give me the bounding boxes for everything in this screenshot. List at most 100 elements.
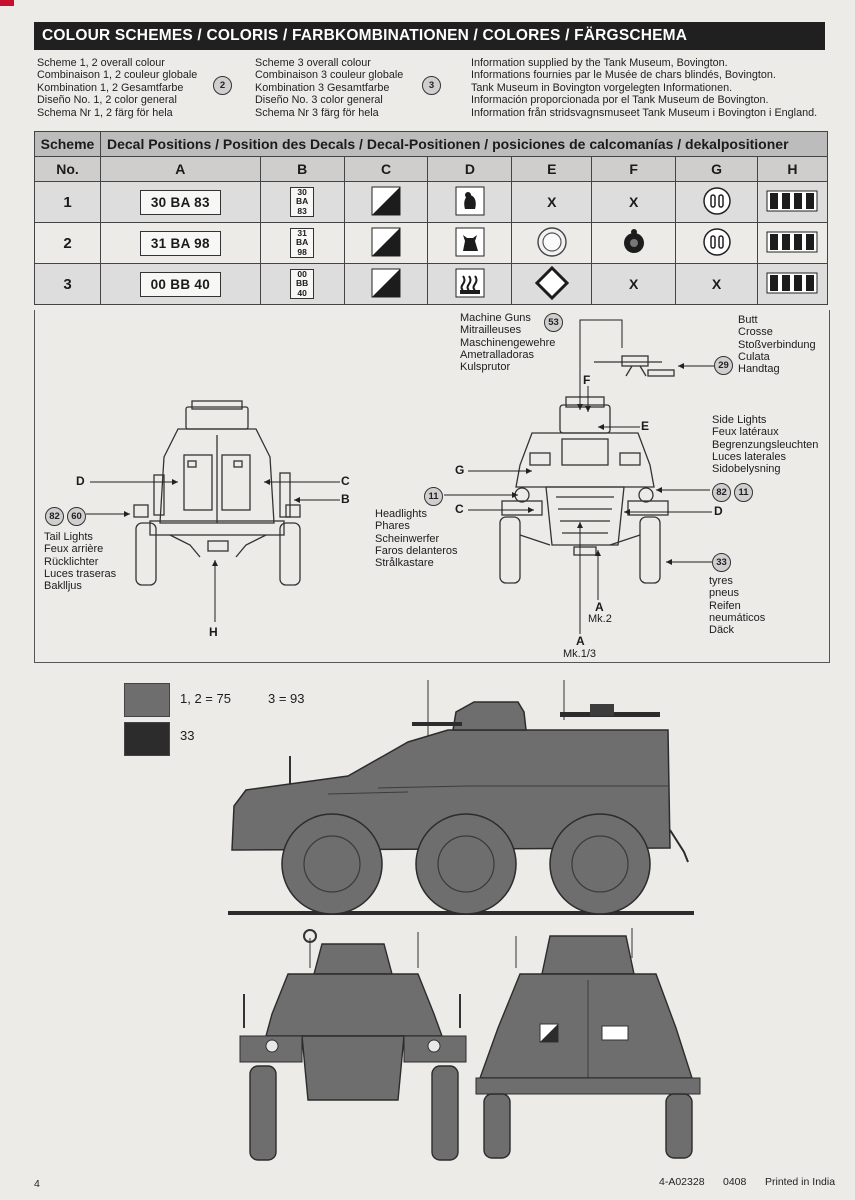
badge-emblem-icon bbox=[623, 228, 644, 253]
arrow-line bbox=[212, 560, 218, 622]
col-letter: D bbox=[427, 156, 513, 182]
decal-g: X bbox=[675, 263, 758, 305]
scheme-1-2-info: Scheme 1, 2 overall colour Combinaison 1… bbox=[37, 57, 198, 119]
arrow-line bbox=[86, 511, 130, 517]
arrow-line bbox=[468, 507, 534, 513]
product-code: 4-A02328 bbox=[659, 1176, 705, 1188]
cat-emblem-icon bbox=[455, 227, 485, 256]
diagonal-square-icon bbox=[371, 268, 401, 297]
red-corner-mark bbox=[0, 0, 14, 6]
page-header: COLOUR SCHEMES / COLORIS / FARBKOMBINATI… bbox=[34, 22, 825, 50]
decal-d bbox=[427, 222, 513, 264]
print-date: 0408 bbox=[723, 1176, 747, 1188]
part-number-badge: 29 bbox=[714, 356, 733, 375]
label-c: C bbox=[455, 502, 464, 516]
diamond-icon bbox=[534, 265, 569, 300]
swatch-label: 1, 2 = 75 bbox=[180, 691, 231, 706]
museum-info: Information supplied by the Tank Museum,… bbox=[471, 57, 818, 119]
printed-note: Printed in India bbox=[765, 1176, 836, 1188]
registration-plate: 30 BA 83 bbox=[139, 189, 221, 215]
scheme-header: Scheme bbox=[34, 131, 101, 157]
machine-guns-label: Machine Guns Mitrailleuses Maschinengewe… bbox=[460, 312, 556, 374]
vehicle-front-painted bbox=[239, 929, 467, 1161]
decal-c bbox=[343, 263, 429, 305]
decal-a: 30 BA 83 bbox=[99, 181, 261, 223]
arrow-line bbox=[577, 319, 623, 410]
decal-e: X bbox=[511, 181, 593, 223]
arrow-line bbox=[90, 479, 178, 485]
decal-f: X bbox=[591, 181, 677, 223]
label-a: A bbox=[595, 600, 604, 614]
colour-swatch-33 bbox=[124, 722, 170, 756]
page-number: 4 bbox=[34, 1178, 40, 1190]
arrow-line bbox=[577, 522, 583, 634]
stripes-icon bbox=[766, 231, 818, 252]
swatch-label: 3 = 93 bbox=[268, 691, 305, 706]
vehicle-side-profile bbox=[228, 680, 694, 915]
decal-positions-header: Decal Positions / Position des Decals / … bbox=[99, 131, 829, 157]
part-number-badge: 11 bbox=[424, 487, 443, 506]
decal-c bbox=[343, 222, 429, 264]
arrow-line bbox=[294, 497, 340, 503]
colour-swatch-75 bbox=[124, 683, 170, 717]
arrow-line bbox=[585, 386, 591, 412]
butt-label: Butt Crosse Stoßverbindung Culata Handta… bbox=[738, 314, 816, 376]
arrow-line bbox=[624, 509, 712, 515]
decal-h bbox=[756, 222, 829, 264]
scheme-3-info: Scheme 3 overall colour Combinaison 3 co… bbox=[255, 57, 404, 119]
arrow-line bbox=[444, 492, 518, 498]
decal-e bbox=[511, 222, 593, 264]
label-a: A bbox=[576, 634, 585, 648]
decal-c bbox=[343, 181, 429, 223]
label-b: B bbox=[341, 492, 350, 506]
decal-g bbox=[675, 222, 758, 264]
swatch-label: 33 bbox=[180, 728, 195, 743]
decal-f: X bbox=[591, 263, 677, 305]
label-a-sub: Mk.1/3 bbox=[563, 648, 597, 660]
col-letter: E bbox=[511, 156, 593, 182]
col-letter: F bbox=[591, 156, 677, 182]
diagonal-square-icon bbox=[371, 227, 401, 256]
label-d: D bbox=[76, 474, 85, 488]
scheme-number: 2 bbox=[34, 222, 101, 264]
col-letter: H bbox=[756, 156, 829, 182]
arrow-line bbox=[656, 487, 710, 493]
tail-lights-label: Tail Lights Feux arrière Rücklichter Luc… bbox=[44, 531, 117, 593]
scheme-number: 1 bbox=[34, 181, 101, 223]
col-letter: A bbox=[99, 156, 261, 182]
decal-d bbox=[427, 263, 513, 305]
vehicle-rear-painted bbox=[475, 928, 701, 1159]
waves-emblem-icon bbox=[455, 268, 485, 297]
part-number-badge: 53 bbox=[544, 313, 563, 332]
label-g: G bbox=[455, 463, 465, 477]
decal-f bbox=[591, 222, 677, 264]
decal-positions-table: Scheme Decal Positions / Position des De… bbox=[34, 131, 829, 305]
arrow-line bbox=[598, 424, 640, 430]
part-number-badge: 82 bbox=[712, 483, 731, 502]
decal-h bbox=[756, 181, 829, 223]
registration-plate: 31 BA 98 bbox=[139, 230, 221, 256]
stripes-icon bbox=[766, 190, 818, 211]
part-number-badge: 11 bbox=[734, 483, 753, 502]
registration-plate: 00 BB 40 bbox=[139, 271, 222, 297]
bridge-plate-icon bbox=[702, 227, 731, 256]
col-letter: G bbox=[675, 156, 758, 182]
arrow-line bbox=[666, 559, 712, 565]
scheme-number: 3 bbox=[34, 263, 101, 305]
decal-a: 31 BA 98 bbox=[99, 222, 261, 264]
side-lights-label: Side Lights Feux latéraux Begrenzungsleu… bbox=[712, 414, 819, 476]
label-c: C bbox=[341, 474, 350, 488]
label-e: E bbox=[641, 419, 650, 433]
label-h: H bbox=[209, 625, 218, 639]
rear-view-drawing bbox=[133, 400, 301, 586]
